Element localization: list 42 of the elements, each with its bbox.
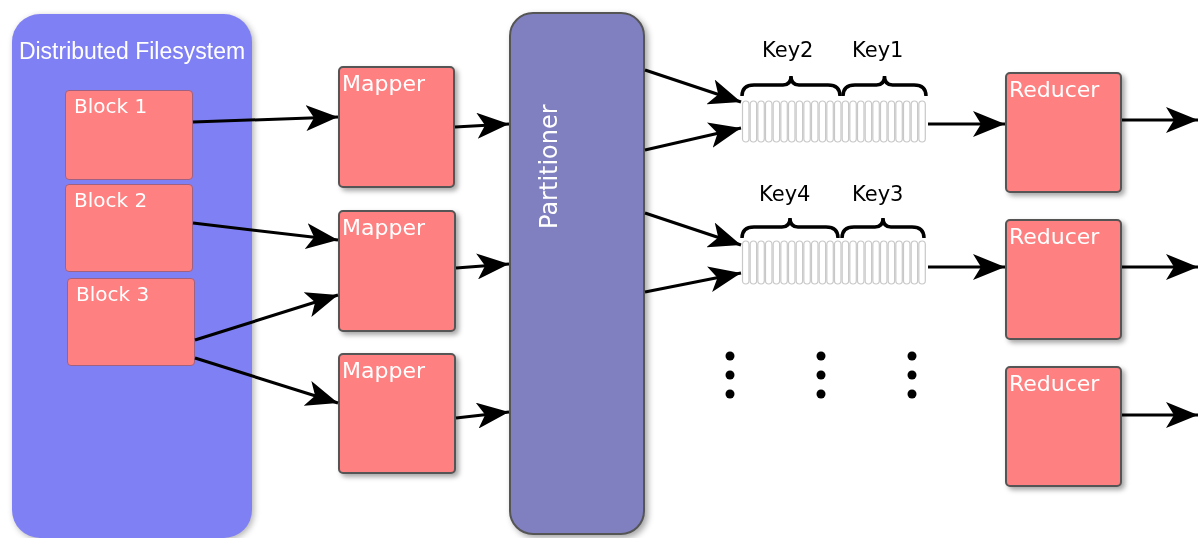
arrow [192,105,339,132]
partitioner-bar [509,12,645,535]
panel-title: Distributed Filesystem [17,40,247,63]
arrow [1122,254,1198,280]
arrow [455,253,510,280]
box-title: Mapper [342,360,425,382]
arrow [194,356,339,406]
arrow [644,266,742,294]
key-label: Key1 [852,40,904,61]
arrow [1122,402,1198,428]
arrow [928,254,1005,280]
box-title: Reducer [1009,373,1100,395]
arrow [644,211,742,248]
key-label: Key4 [759,184,811,205]
process-box [1005,366,1122,487]
data-block [65,90,193,180]
box-title: Mapper [342,217,425,239]
arrow [455,402,510,429]
arrow [644,122,742,152]
key-label: Key2 [762,40,814,61]
box-title: Reducer [1009,79,1100,101]
process-box [338,66,455,188]
arrow [644,68,742,105]
box-title: Block 3 [75,284,150,304]
process-box [338,353,456,474]
partitioner-label: Partitioner [537,103,561,229]
arrow [192,221,339,250]
arrow [194,292,339,342]
data-block [65,184,193,272]
key-label: Key3 [852,184,904,205]
box-title: Block 2 [73,190,148,210]
arrow [1122,107,1198,133]
box-title: Mapper [342,73,425,95]
box-title: Reducer [1009,226,1100,248]
box-title: Block 1 [73,96,148,116]
storage-panel [12,14,252,538]
process-box [1005,72,1122,193]
process-box [338,210,456,332]
arrow [928,111,1005,137]
data-block [67,278,195,366]
arrow [454,112,510,139]
process-box [1005,219,1122,340]
